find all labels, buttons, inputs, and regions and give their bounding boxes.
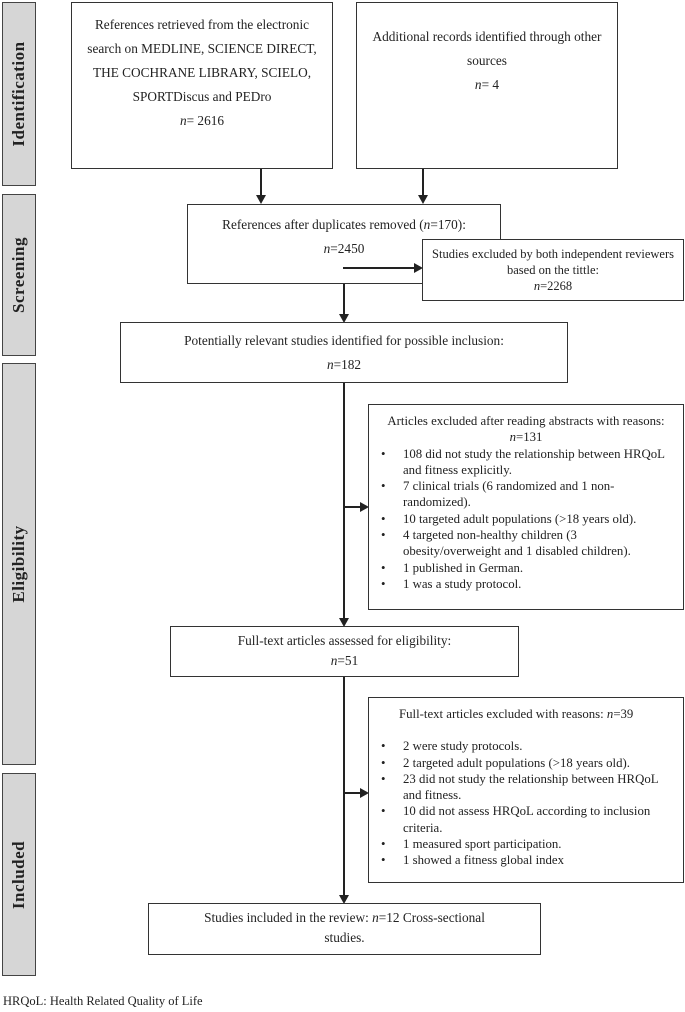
included-box: Studies included in the review: n=12 Cro… <box>148 903 541 955</box>
title-excluded-box: Studies excluded by both independent rev… <box>422 239 684 301</box>
stage-screening: Screening <box>2 194 36 356</box>
list-item: 23 did not study the relationship betwee… <box>375 771 677 804</box>
potentially-relevant-box: Potentially relevant studies identified … <box>120 322 568 383</box>
list-item: 108 did not study the relationship betwe… <box>375 446 677 479</box>
box-text: Full-text articles assessed for eligibil… <box>237 633 452 648</box>
list-item: 1 showed a fitness global index <box>375 852 677 869</box>
box-count: n=2268 <box>533 279 573 293</box>
box-text: References retrieved from the electronic… <box>87 17 317 104</box>
stage-included: Included <box>2 773 36 976</box>
list-item: 1 measured sport participation. <box>375 836 677 853</box>
list-item: 1 published in German. <box>375 560 677 577</box>
other-sources-box: Additional records identified through ot… <box>356 2 618 169</box>
list-item: 2 were study protocols. <box>375 738 677 755</box>
box-text: Additional records identified through ot… <box>372 29 602 68</box>
list-item: 4 targeted non-healthy children (3 obesi… <box>375 527 677 560</box>
box-text: Articles excluded after reading abstract… <box>387 414 665 445</box>
stage-eligibility: Eligibility <box>2 363 36 765</box>
database-search-box: References retrieved from the electronic… <box>71 2 333 169</box>
box-text: Full-text articles excluded with reasons… <box>399 707 634 721</box>
list-item: 1 was a study protocol. <box>375 576 677 593</box>
fulltext-assessed-box: Full-text articles assessed for eligibil… <box>170 626 519 677</box>
box-count: n= 4 <box>474 77 500 92</box>
stage-label: Identification <box>8 41 28 147</box>
exclusion-reasons-list: 108 did not study the relationship betwe… <box>375 446 677 593</box>
list-item: 10 targeted adult populations (>18 years… <box>375 511 677 528</box>
stage-label: Eligibility <box>8 525 28 603</box>
box-text: Studies excluded by both independent rev… <box>432 247 674 277</box>
list-item: 2 targeted adult populations (>18 years … <box>375 755 677 772</box>
list-item: 10 did not assess HRQoL according to inc… <box>375 803 677 836</box>
exclusion-reasons-list: 2 were study protocols. 2 targeted adult… <box>375 738 677 869</box>
box-text: Potentially relevant studies identified … <box>184 333 504 348</box>
box-text: References after duplicates removed (n=1… <box>222 217 466 232</box>
box-count: n=182 <box>326 357 362 372</box>
list-item: 7 clinical trials (6 randomized and 1 no… <box>375 478 677 511</box>
box-count: n=2450 <box>323 241 365 256</box>
footnote: HRQoL: Health Related Quality of Life <box>3 994 203 1008</box>
stage-identification: Identification <box>2 2 36 186</box>
box-text: Studies included in the review: n=12 Cro… <box>204 910 485 945</box>
box-count: n= 2616 <box>179 113 225 128</box>
fulltext-excluded-box: Full-text articles excluded with reasons… <box>368 697 684 883</box>
abstract-excluded-box: Articles excluded after reading abstract… <box>368 404 684 610</box>
stage-label: Included <box>8 840 28 909</box>
box-count: n=51 <box>330 653 359 668</box>
stage-label: Screening <box>8 237 28 313</box>
